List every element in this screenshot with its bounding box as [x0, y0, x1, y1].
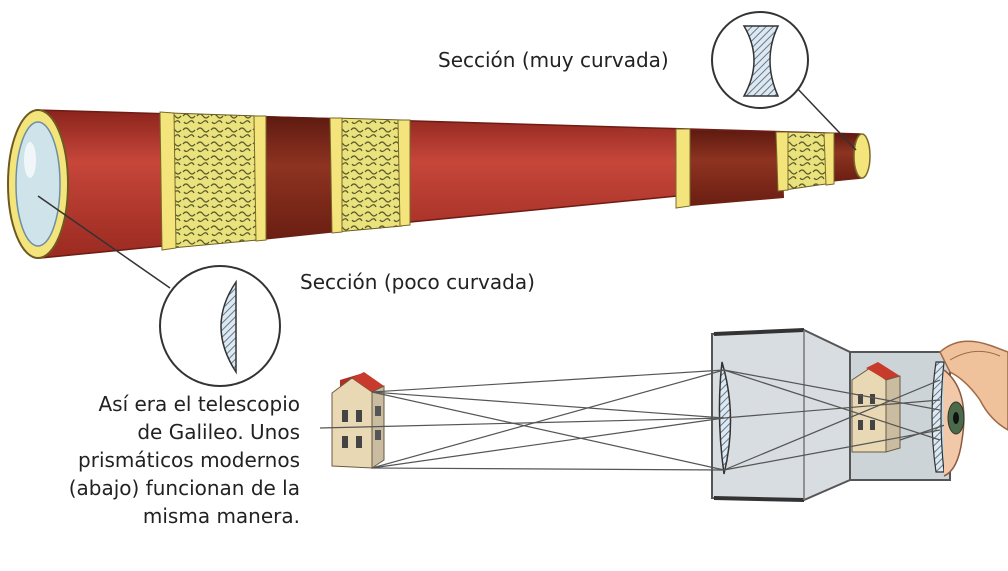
label-section-high-curvature: Sección (muy curvada): [438, 48, 669, 72]
caption-line: Así era el telescopio: [0, 390, 300, 418]
caption-line: prismáticos modernos: [0, 446, 300, 474]
objective-lens: [16, 122, 60, 246]
caption-line: misma manera.: [0, 502, 300, 530]
binocular-schematic: [712, 330, 950, 500]
distant-house-icon: [332, 372, 384, 468]
figure-caption: Así era el telescopio de Galileo. Unos p…: [0, 390, 300, 530]
section-callout-low-curvature: [160, 266, 280, 386]
label-section-low-curvature: Sección (poco curvada): [300, 270, 535, 294]
section-callout-high-curvature: [712, 12, 808, 108]
telescope-tube: [8, 110, 870, 258]
caption-line: de Galileo. Unos: [0, 418, 300, 446]
eye-icon: [944, 370, 964, 476]
caption-line: (abajo) funcionan de la: [0, 474, 300, 502]
